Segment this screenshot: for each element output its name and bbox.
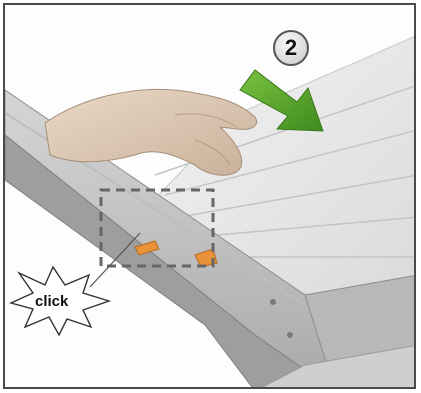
step-number: 2	[285, 35, 297, 61]
click-callout-label: click	[35, 293, 68, 310]
illustration-frame: 2 click	[3, 3, 416, 389]
assembly-scene	[5, 5, 416, 389]
step-number-badge: 2	[273, 30, 309, 66]
